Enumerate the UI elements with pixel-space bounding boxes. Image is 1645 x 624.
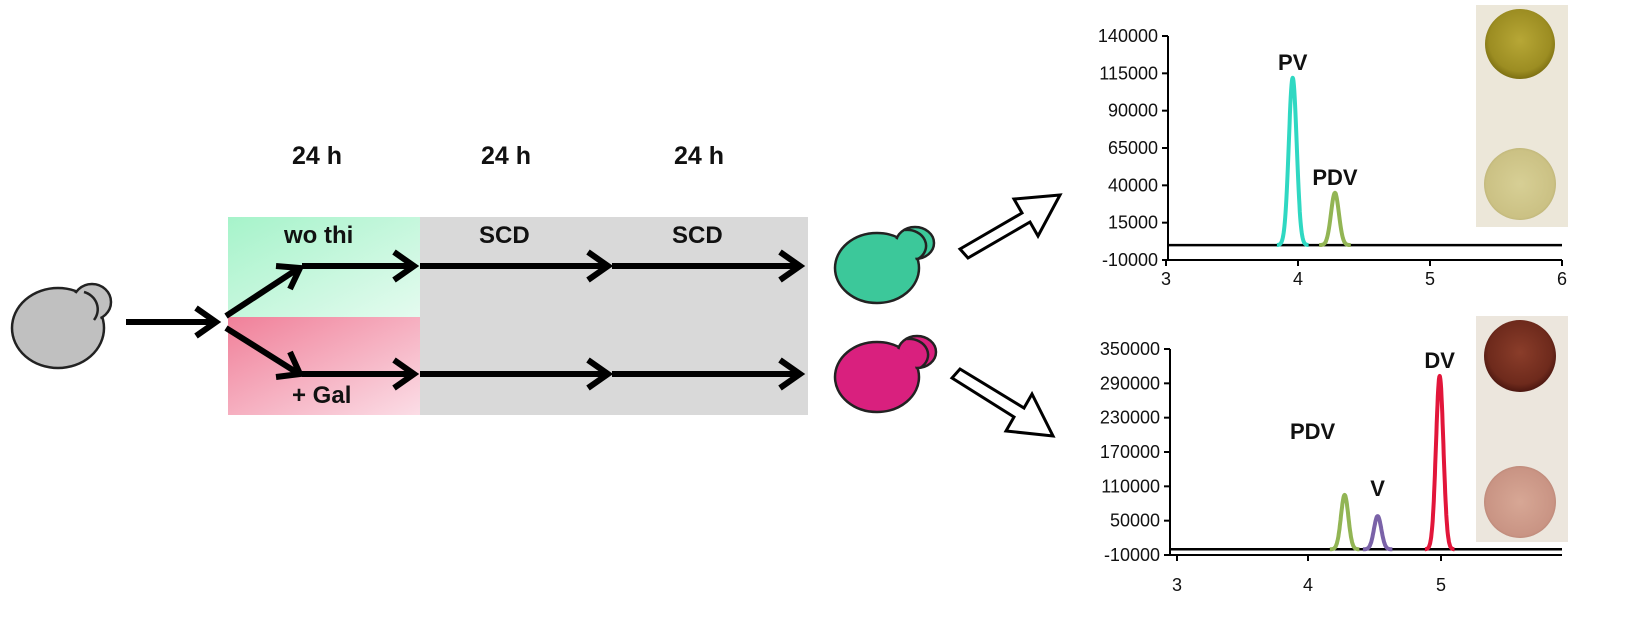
y-tick-label: 50000 <box>1110 511 1160 531</box>
peak-label-v: V <box>1370 476 1385 501</box>
y-tick-label: 170000 <box>1100 442 1160 462</box>
y-tick-label: 110000 <box>1101 476 1160 496</box>
start-yeast-cell <box>10 282 113 370</box>
arrow-bottom-3 <box>612 357 806 391</box>
x-tick-label: 3 <box>1161 269 1171 289</box>
arrow-bottom-2 <box>420 357 614 391</box>
y-tick-label: 140000 <box>1098 26 1158 46</box>
x-tick-label: 5 <box>1425 269 1435 289</box>
peak-pdv <box>1328 492 1362 552</box>
time-label-2: 24 h <box>481 142 532 170</box>
magenta-yeast-cell <box>833 334 938 414</box>
arrow-top-3 <box>612 249 806 283</box>
peak-label-pv: PV <box>1278 50 1308 75</box>
arrow-top-2 <box>420 249 614 283</box>
y-tick-label: 290000 <box>1100 373 1160 393</box>
chromatogram-bottom: 350000 290000 230000 170000 110000 50000 -1000… <box>1100 339 1562 595</box>
x-tick-label: 5 <box>1436 575 1446 595</box>
arrow-top-1 <box>302 249 420 283</box>
y-tick-label: 230000 <box>1100 408 1160 428</box>
stage-label-gal: + Gal <box>292 382 352 409</box>
arrow-bottom-1 <box>302 357 420 391</box>
stage-label-scd-1: SCD <box>479 222 530 249</box>
peak-pdv <box>1317 190 1353 247</box>
peak-dv <box>1423 373 1457 552</box>
plate-photo-top <box>1476 5 1568 227</box>
band-gray <box>420 217 808 415</box>
x-tick-label: 4 <box>1293 269 1303 289</box>
time-label-1: 24 h <box>292 142 343 170</box>
plate-photo-bottom <box>1476 316 1568 542</box>
green-yeast-cell <box>833 225 936 305</box>
band-red <box>228 317 420 415</box>
peak-v <box>1361 514 1395 552</box>
stage-label-scd-2: SCD <box>672 222 723 249</box>
arrow-entry <box>126 305 222 339</box>
peak-label-pdv: PDV <box>1312 165 1358 190</box>
peak-label-dv: DV <box>1424 348 1455 373</box>
hollow-arrow-down <box>949 367 1056 438</box>
y-tick-label: -10000 <box>1104 545 1160 565</box>
y-tick-label: 15000 <box>1108 213 1158 233</box>
y-tick-label: 90000 <box>1108 101 1158 121</box>
hollow-arrow-up <box>957 193 1063 260</box>
arrow-branch-up <box>224 263 305 319</box>
stage-label-wo-thi: wo thi <box>284 222 354 249</box>
x-tick-label: 6 <box>1557 269 1567 289</box>
peak-label-pdv: PDV <box>1290 419 1336 444</box>
time-label-3: 24 h <box>674 142 725 170</box>
y-tick-label: 115000 <box>1099 63 1158 83</box>
y-tick-label: 350000 <box>1100 339 1160 359</box>
peak-pv <box>1275 75 1311 247</box>
y-tick-label: -10000 <box>1102 250 1158 270</box>
x-tick-label: 3 <box>1172 575 1182 595</box>
y-tick-label: 65000 <box>1108 138 1158 158</box>
x-tick-label: 4 <box>1303 575 1313 595</box>
arrow-branch-down <box>224 325 305 380</box>
y-tick-label: 40000 <box>1108 175 1158 195</box>
